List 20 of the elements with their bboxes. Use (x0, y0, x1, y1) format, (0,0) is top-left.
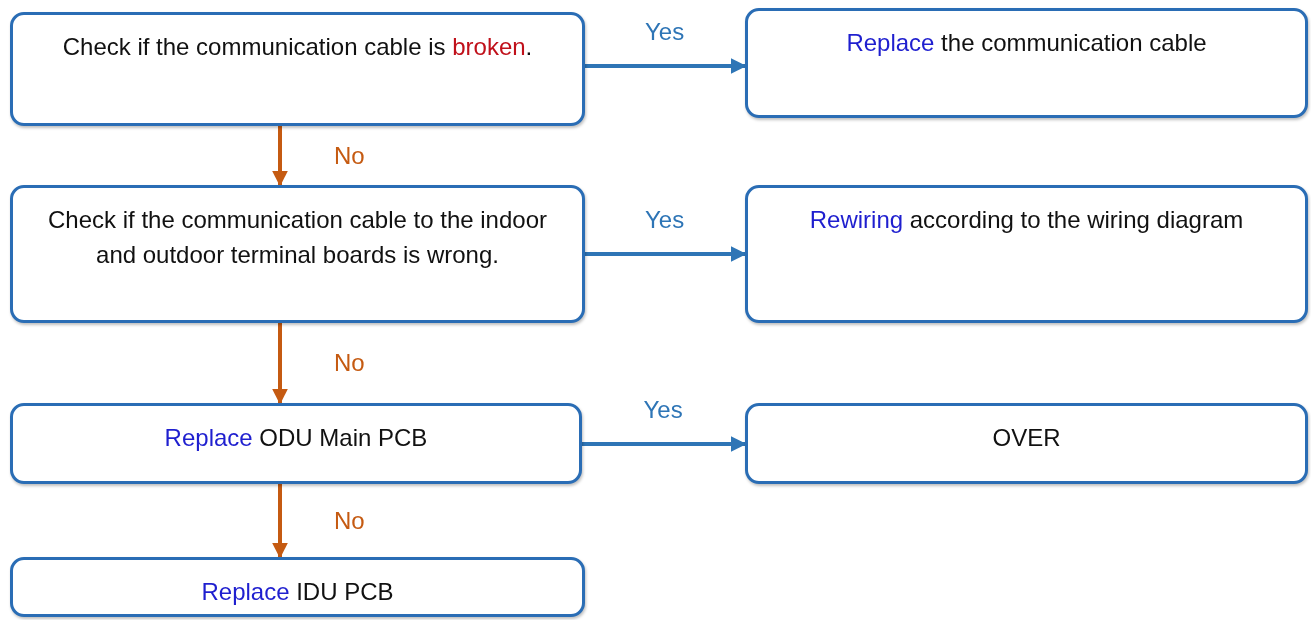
arrow (582, 436, 747, 452)
box-text: Check if the communication cable is broken. (61, 32, 534, 62)
arrow (585, 246, 747, 262)
box-text: Replace ODU Main PCB (163, 423, 429, 453)
box-text: Replace IDU PCB (200, 577, 395, 607)
process-box (745, 185, 1308, 323)
arrow (272, 484, 288, 559)
process-box (745, 8, 1308, 118)
arrow (272, 323, 288, 405)
arrow (585, 58, 747, 74)
process-box (745, 403, 1308, 484)
box-text: OVER (991, 423, 1062, 453)
process-box (10, 185, 585, 323)
arrow (272, 126, 288, 187)
process-box (10, 557, 585, 617)
process-box (10, 403, 582, 484)
box-text: Replace the communication cable (845, 28, 1208, 58)
box-text: Rewiring according to the wiring diagram (808, 205, 1245, 235)
process-box (10, 12, 585, 126)
box-text: Check if the communication cable to the indoor and outdoor terminal boards is wrong. (47, 205, 548, 270)
